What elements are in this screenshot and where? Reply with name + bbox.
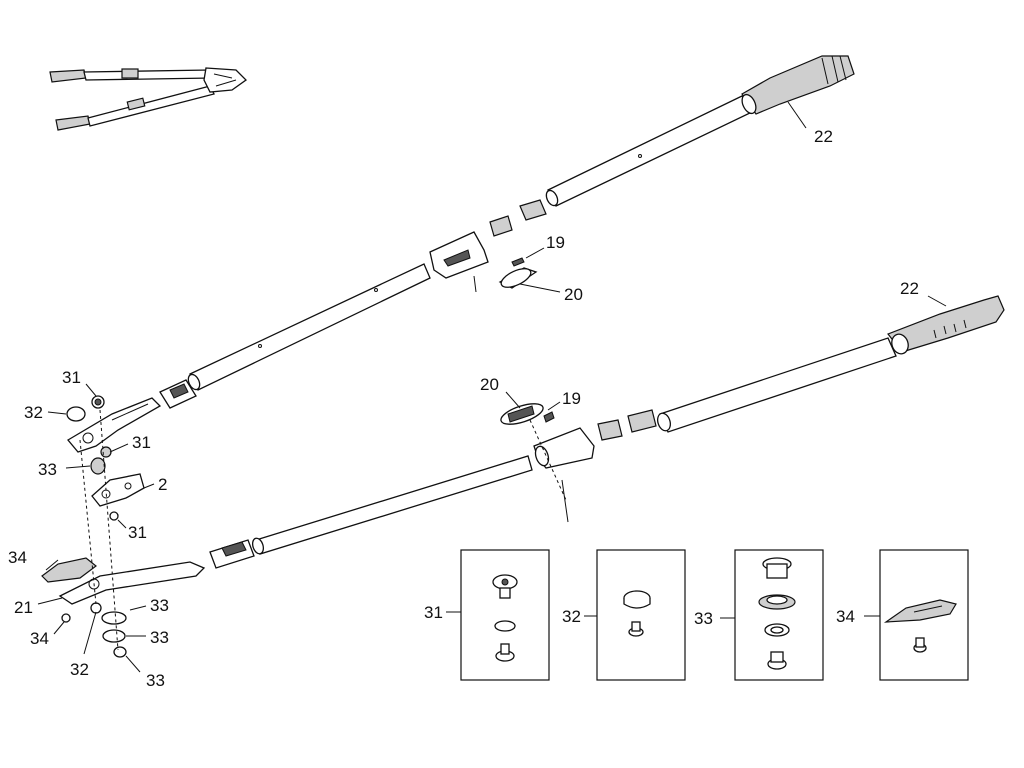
callout-34-b: 34	[30, 629, 49, 648]
callout-19-upper: 19	[546, 233, 565, 252]
callout-22-upper: 22	[814, 127, 833, 146]
callout-33-d: 33	[146, 671, 165, 690]
callout-labels: 22 22 19 20 20 19 31 32 31 33 2 31 34 21…	[8, 127, 919, 690]
assembled-lopper-thumbnail	[49, 67, 248, 131]
callout-21: 21	[14, 598, 33, 617]
detail-box-33: 33	[694, 549, 824, 681]
upper-lock-clip	[498, 257, 538, 289]
lower-handle-assembly	[209, 295, 1005, 569]
callout-33-c: 33	[150, 628, 169, 647]
callout-32-b: 32	[70, 660, 89, 679]
detail-box-32-label: 32	[562, 607, 581, 626]
callout-31-c: 31	[128, 523, 147, 542]
callout-34-a: 34	[8, 548, 27, 567]
detail-box-32: 32	[562, 549, 686, 681]
callout-2: 2	[158, 475, 167, 494]
callout-31-a: 31	[62, 368, 81, 387]
detail-box-33-label: 33	[694, 609, 713, 628]
callout-33-b: 33	[150, 596, 169, 615]
leader-lines	[37, 101, 947, 673]
callout-33-a: 33	[38, 460, 57, 479]
detail-box-34-label: 34	[836, 607, 855, 626]
callout-32-a: 32	[24, 403, 43, 422]
upper-handle-assembly	[159, 55, 855, 409]
callout-19-lower: 19	[562, 389, 581, 408]
lower-lock-clip	[500, 403, 555, 425]
callout-20-lower: 20	[480, 375, 499, 394]
detail-box-31: 31	[424, 549, 550, 681]
detail-box-31-label: 31	[424, 603, 443, 622]
callout-22-lower: 22	[900, 279, 919, 298]
callout-31-b: 31	[132, 433, 151, 452]
cutting-head-parts	[41, 395, 206, 658]
callout-20-upper: 20	[564, 285, 583, 304]
detail-box-34: 34	[836, 549, 969, 681]
